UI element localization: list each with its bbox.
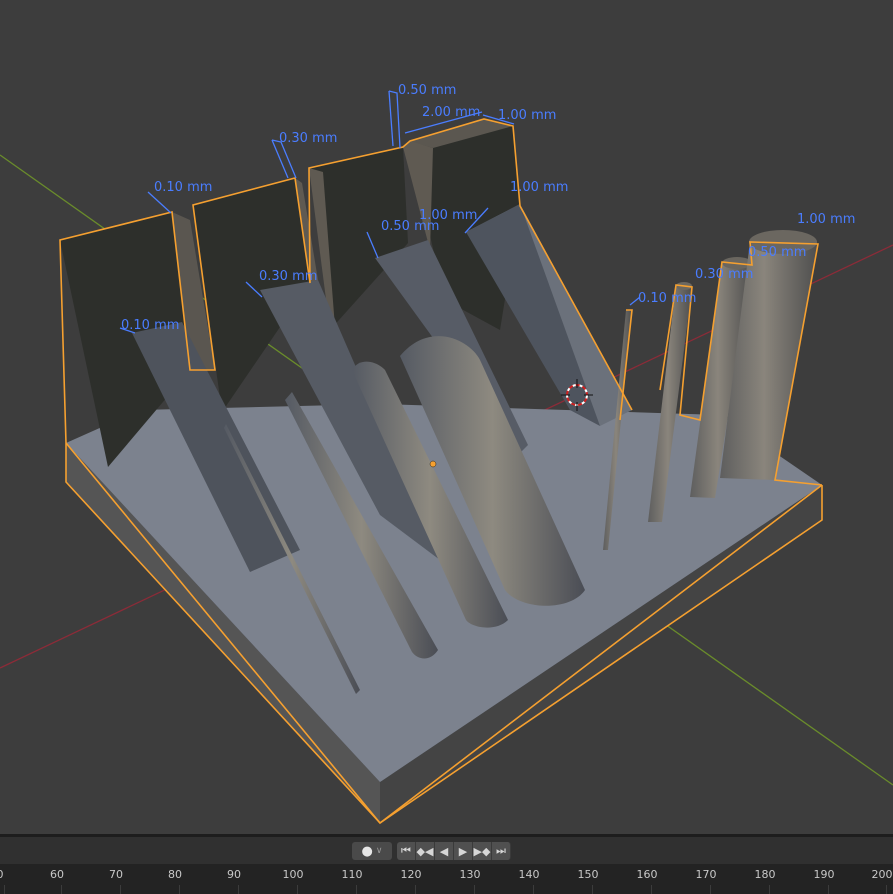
timeline-frame-label: 80 xyxy=(168,868,182,881)
timeline-frame-label: 90 xyxy=(227,868,241,881)
dimension-label-pin3: 0.50 mm xyxy=(748,245,806,260)
timeline-tick xyxy=(297,885,298,894)
timeline-tick xyxy=(415,885,416,894)
timeline-tick xyxy=(828,885,829,894)
timeline-frame-label: 100 xyxy=(282,868,304,881)
timeline-frame-label: 110 xyxy=(341,868,363,881)
timeline-tick xyxy=(710,885,711,894)
timeline-tick xyxy=(592,885,593,894)
timeline-tick xyxy=(651,885,652,894)
timeline-frame-label: 200 xyxy=(871,868,893,881)
dimension-label-pin2: 0.30 mm xyxy=(695,267,753,282)
timeline-tick xyxy=(769,885,770,894)
area-divider[interactable] xyxy=(0,834,893,837)
timeline-frame-label: 190 xyxy=(813,868,835,881)
jump-prev-keyframe-button[interactable]: ◆◀ xyxy=(416,842,435,860)
dimension-label-ramp2: 0.30 mm xyxy=(259,269,317,284)
timeline-tick xyxy=(474,885,475,894)
timeline-frame-label: 120 xyxy=(400,868,422,881)
playback-controls: ● ∨ ⏮ ◆◀ ◀ ▶ ▶◆ ⏭ xyxy=(0,837,893,864)
dimension-leaders xyxy=(119,90,641,334)
jump-next-keyframe-button[interactable]: ▶◆ xyxy=(473,842,492,860)
timeline-frame-label: 70 xyxy=(109,868,123,881)
dimension-label-ramp1: 0.10 mm xyxy=(121,318,179,333)
timeline-frame-label: 180 xyxy=(754,868,776,881)
3d-cursor-icon[interactable] xyxy=(561,379,593,411)
timeline-tick xyxy=(533,885,534,894)
dimension-label-wall4: 1.00 mm xyxy=(510,180,568,195)
timeline-tick xyxy=(238,885,239,894)
timeline-frame-label: 140 xyxy=(518,868,540,881)
object-origin-icon xyxy=(429,460,437,468)
dimension-label-wall1: 0.10 mm xyxy=(154,180,212,195)
timeline-tick xyxy=(61,885,62,894)
timeline-frame-label: 150 xyxy=(577,868,599,881)
timeline-tick xyxy=(179,885,180,894)
jump-start-button[interactable]: ⏮ xyxy=(397,842,416,860)
dimension-label-top-2mm: 2.00 mm xyxy=(422,105,480,120)
timeline-tick xyxy=(120,885,121,894)
play-reverse-button[interactable]: ◀ xyxy=(435,842,454,860)
dimension-label-top-1mm: 1.00 mm xyxy=(498,108,556,123)
dimension-label-ramp4: 1.00 mm xyxy=(419,208,477,223)
timeline-frame-label: 0 xyxy=(0,864,12,886)
dimension-label-ramp3: 0.50 mm xyxy=(381,219,439,234)
timeline-frame-label: 60 xyxy=(50,868,64,881)
dimension-label-pin1: 0.10 mm xyxy=(638,291,696,306)
selection-outline xyxy=(59,118,823,825)
rod-group[interactable] xyxy=(224,336,585,694)
timeline-ruler[interactable]: 0 60 70 80 90 100 110 120 130 140 150 160 170 180 190 2… xyxy=(0,864,893,894)
timeline-tick xyxy=(4,885,5,894)
timeline-frame-label: 160 xyxy=(636,868,658,881)
dimension-label-pin4: 1.00 mm xyxy=(797,212,855,227)
dimension-label-wall2: 0.30 mm xyxy=(279,131,337,146)
record-dot-icon: ● xyxy=(361,843,373,859)
play-button[interactable]: ▶ xyxy=(454,842,473,860)
timeline-tick xyxy=(356,885,357,894)
timeline-frame-label: 130 xyxy=(459,868,481,881)
dimension-label-top-half: 0.50 mm xyxy=(398,83,456,98)
timeline-frame-label: 170 xyxy=(695,868,717,881)
wall-group[interactable] xyxy=(60,119,520,467)
jump-end-button[interactable]: ⏭ xyxy=(492,842,511,860)
chevron-down-icon[interactable]: ∨ xyxy=(375,846,383,856)
3d-viewport[interactable]: 0.50 mm 2.00 mm 1.00 mm 0.30 mm 0.10 mm … xyxy=(0,0,893,834)
timeline-tick xyxy=(886,885,887,894)
auto-keying-toggle[interactable]: ● ∨ xyxy=(352,842,392,860)
